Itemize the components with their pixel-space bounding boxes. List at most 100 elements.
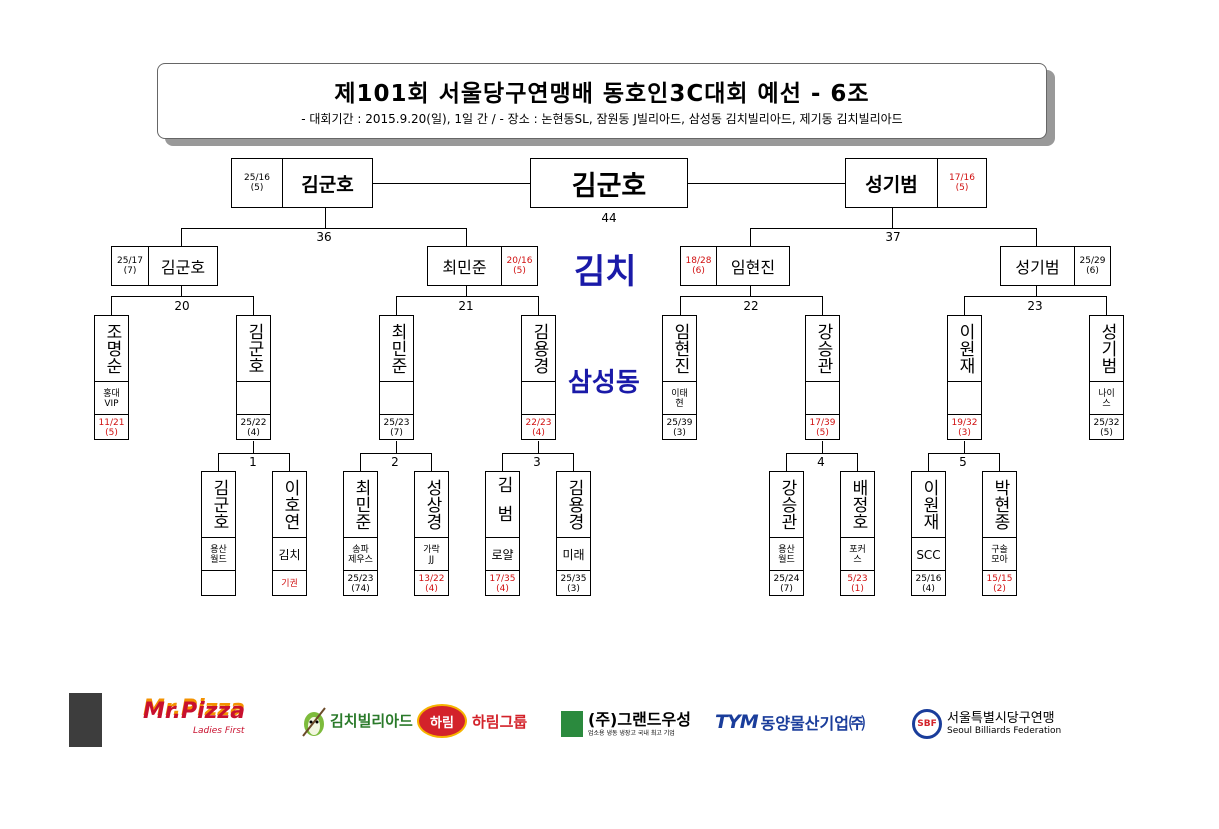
line	[466, 228, 467, 246]
player-score: 25/23(74)	[344, 570, 377, 596]
kimchi-billiard-logo: 김치빌리아드	[300, 700, 413, 740]
line	[253, 296, 254, 315]
player-name: 조명순	[102, 323, 122, 374]
line	[502, 453, 574, 454]
player-score	[202, 570, 235, 596]
player-name: 최민준	[387, 323, 407, 374]
line	[325, 208, 326, 228]
line	[928, 453, 929, 471]
line	[1036, 228, 1037, 246]
grand-woosung-text: (주)그랜드우성	[588, 709, 691, 729]
player-name: 최민준	[351, 479, 371, 530]
semi-box-4: 성기범 25/29(6)	[1000, 246, 1111, 286]
player-club	[806, 381, 839, 415]
line	[750, 228, 751, 246]
line	[786, 453, 858, 454]
line	[538, 441, 539, 453]
mrpizza-text: Mr.Pizza	[143, 699, 246, 724]
line	[857, 453, 858, 471]
player-score: 기권	[273, 570, 306, 596]
sbf-korean-text: 서울특별시당구연맹	[947, 711, 1055, 726]
sbf-english-text: Seoul Billiards Federation	[947, 726, 1062, 736]
player-name: 이호연	[280, 479, 300, 530]
line	[750, 228, 1037, 229]
match-number-21: 21	[458, 299, 474, 313]
semi-score: 25/29(6)	[1079, 256, 1106, 276]
line	[253, 441, 254, 453]
player-name: 이원재	[919, 479, 939, 530]
player-club: 나이 스	[1090, 381, 1123, 415]
dongyang-text: 동양물산기업㈜	[760, 714, 865, 733]
venue-middle: 삼성동	[568, 368, 640, 398]
player-score: 17/35(4)	[486, 570, 519, 596]
player-score: 25/22(4)	[237, 414, 270, 440]
player-score: 17/39(5)	[806, 414, 839, 440]
line	[218, 453, 290, 454]
kimchi-billiard-text: 김치빌리아드	[330, 711, 413, 730]
line	[181, 228, 467, 229]
semi-box-2: 최민준 20/16(5)	[427, 246, 538, 286]
final-left-score: 25/16(5)	[232, 159, 283, 207]
player-club: 김치	[273, 537, 306, 571]
player-name: 박현종	[990, 479, 1010, 530]
semi-name: 성기범	[1001, 247, 1075, 285]
player-name: 임현진	[670, 323, 690, 374]
semi-score: 18/28(6)	[681, 247, 717, 285]
player-club: 구솔 모아	[983, 537, 1016, 571]
player-name: 김군호	[209, 479, 229, 530]
player-club: 이태 현	[663, 381, 696, 415]
player-club	[237, 381, 270, 415]
line	[396, 441, 397, 453]
line	[892, 208, 893, 228]
harim-badge: 하림	[417, 704, 467, 738]
line	[181, 286, 182, 296]
player-score: 13/22(4)	[415, 570, 448, 596]
match-number-3: 3	[533, 455, 541, 469]
final-left-box: 25/16(5) 김군호	[231, 158, 373, 208]
player-club: 홍대 VIP	[95, 381, 128, 415]
line	[1106, 296, 1107, 315]
player-club: 용산 월드	[202, 537, 235, 571]
line	[502, 453, 503, 471]
line	[218, 453, 219, 471]
player-score: 5/23(1)	[841, 570, 874, 596]
player-name: 김군호	[244, 323, 264, 374]
grand-woosung-icon	[561, 711, 583, 737]
player-club: 가락 JJ	[415, 537, 448, 571]
line	[466, 286, 467, 296]
match-number-2: 2	[391, 455, 399, 469]
mrpizza-logo: Mr.Pizza Ladies First	[143, 698, 278, 742]
line	[822, 296, 823, 315]
player-name: 강승관	[813, 323, 833, 374]
line	[680, 296, 681, 315]
player-score: 22/23(4)	[522, 414, 555, 440]
player-score: 11/21(5)	[95, 414, 128, 440]
match-number-37: 37	[885, 230, 901, 244]
final-right-box: 성기범 17/16(5)	[845, 158, 987, 208]
grand-woosung-tagline: 업소용 냉동 냉장고 국내 최고 기업	[588, 729, 675, 737]
player-club: 미래	[557, 537, 590, 571]
tym-mark: TYM	[715, 711, 759, 733]
player-score: 25/24(7)	[770, 570, 803, 596]
line	[964, 296, 1107, 297]
semi-score: 25/17(7)	[112, 247, 149, 285]
semi-box-3: 18/28(6) 임현진	[680, 246, 790, 286]
dongyang-logo: TYM 동양물산기업㈜	[715, 709, 865, 735]
sbf-badge: SBF	[912, 709, 942, 739]
final-line-right	[688, 183, 845, 184]
player-score: 25/39(3)	[663, 414, 696, 440]
grand-woosung-logo: (주)그랜드우성 업소용 냉동 냉장고 국내 최고 기업	[561, 707, 691, 741]
player-name: 김용경	[529, 323, 549, 374]
match-number-22: 22	[743, 299, 759, 313]
match-number-36: 36	[316, 230, 332, 244]
semi-name: 임현진	[730, 258, 776, 277]
